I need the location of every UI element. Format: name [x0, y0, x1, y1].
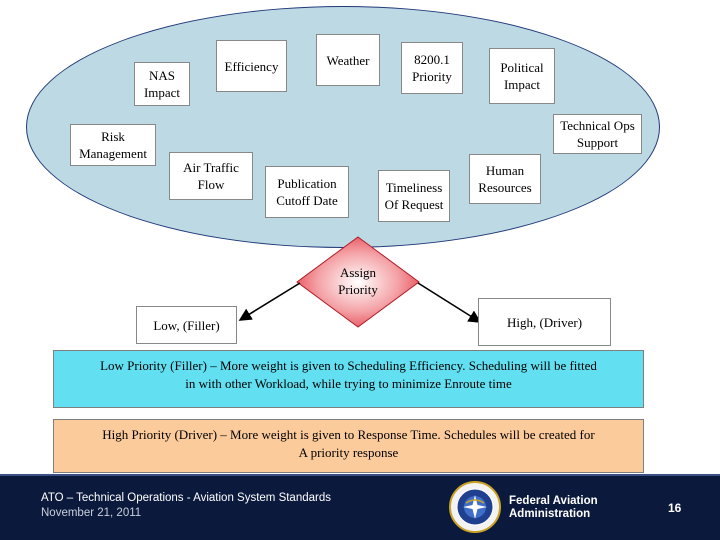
- arrow-to-high: [417, 282, 482, 323]
- arrow-to-low: [238, 282, 301, 321]
- footer-title: ATO – Technical Operations - Aviation Sy…: [41, 492, 331, 504]
- agency-name: Federal Aviation Administration: [509, 495, 598, 520]
- factor-weather: Weather: [316, 34, 380, 86]
- factor-risk-management: Risk Management: [70, 124, 156, 166]
- footer-bar: [0, 474, 720, 540]
- high-priority-note: High Priority (Driver) – More weight is …: [53, 419, 644, 473]
- factor-8200-priority: 8200.1 Priority: [401, 42, 463, 94]
- faa-seal-icon: [449, 481, 501, 533]
- factor-human-resources: Human Resources: [469, 154, 541, 204]
- outcome-low-filler: Low, (Filler): [136, 306, 237, 344]
- factor-efficiency: Efficiency: [216, 40, 287, 92]
- assign-priority-label: Assign Priority: [338, 265, 378, 297]
- factor-timeliness: Timeliness Of Request: [378, 170, 450, 222]
- assign-priority-diamond: [296, 236, 420, 328]
- low-priority-note: Low Priority (Filler) – More weight is g…: [53, 350, 644, 408]
- footer-divider: [0, 474, 720, 476]
- factor-technical-ops-support: Technical Ops Support: [553, 114, 642, 154]
- factor-publication-cutoff: Publication Cutoff Date: [265, 166, 349, 218]
- page-number: 16: [668, 501, 682, 515]
- outcome-high-driver: High, (Driver): [478, 298, 611, 346]
- factor-air-traffic-flow: Air Traffic Flow: [169, 152, 253, 200]
- footer-date: November 21, 2011: [41, 507, 142, 519]
- factor-political-impact: Political Impact: [489, 48, 555, 104]
- factor-nas-impact: NAS Impact: [134, 62, 190, 106]
